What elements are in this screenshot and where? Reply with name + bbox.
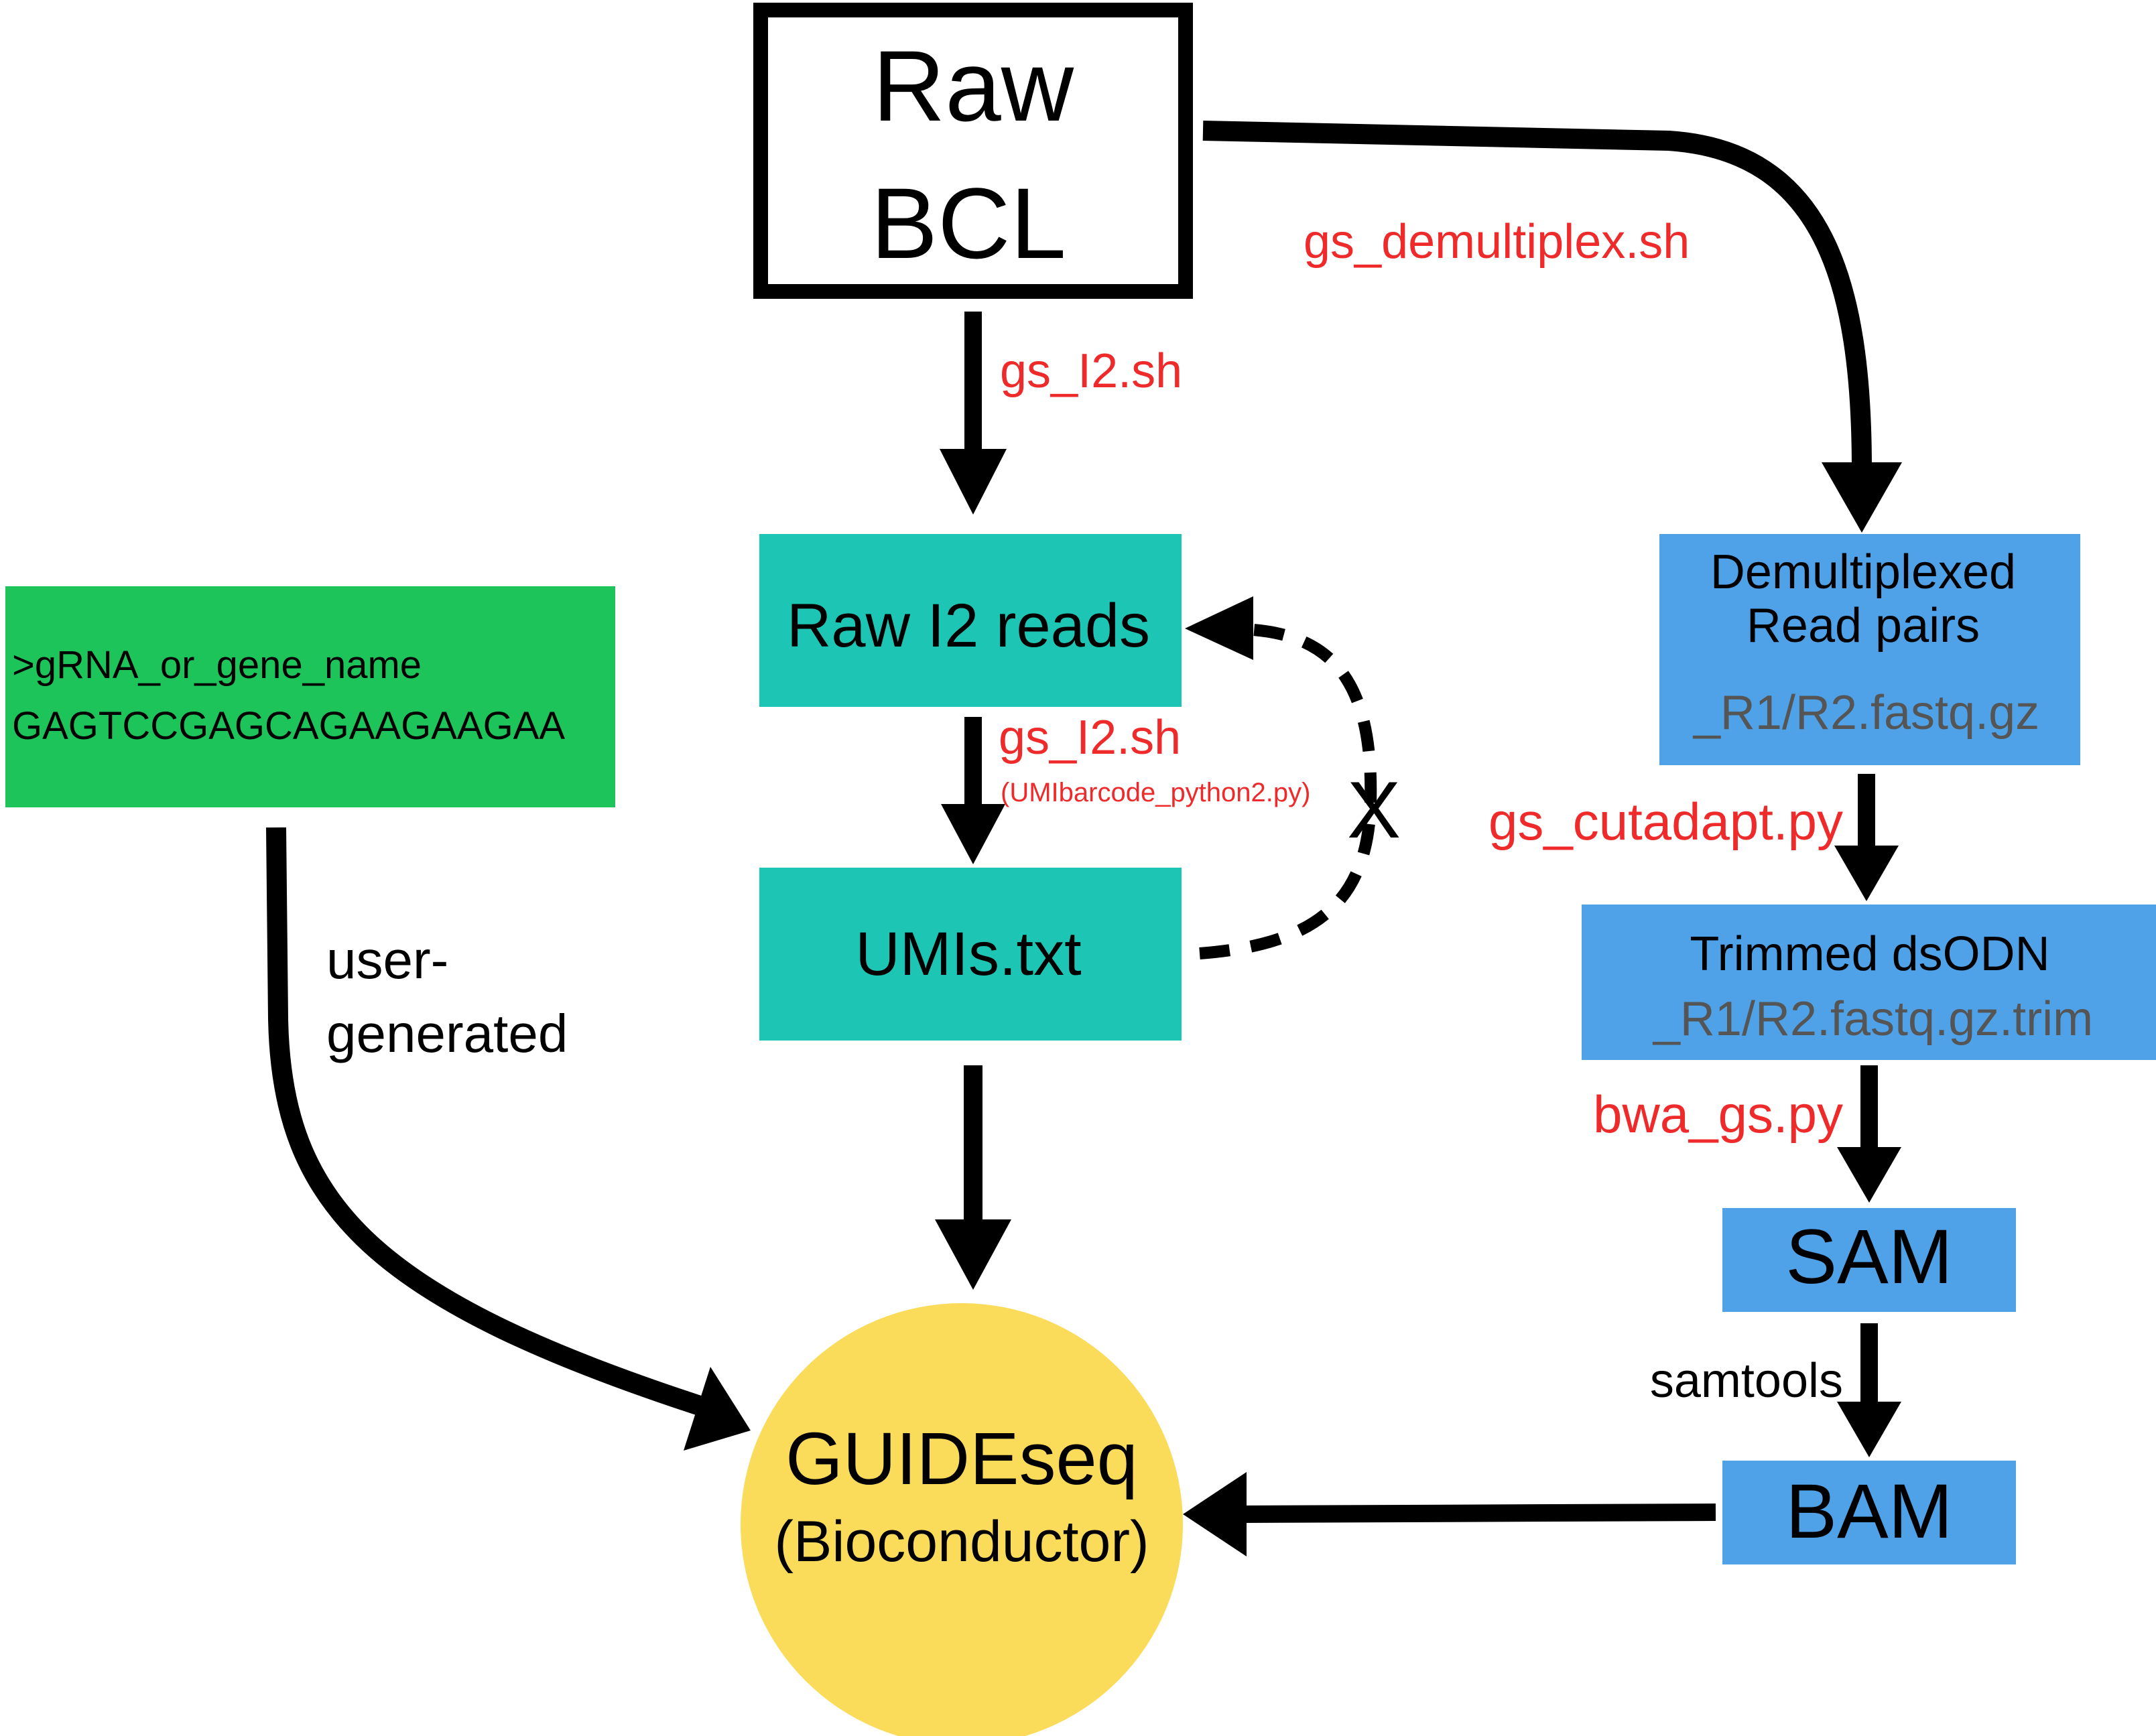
edge-trimmed-to-sam-arrowhead <box>1837 1147 1901 1203</box>
trimmed-node: Trimmed dsODN _R1/R2.fastq.gz.trim <box>1582 905 2156 1060</box>
bam-label: BAM <box>1785 1469 1952 1554</box>
label-gs-i2-mid: gs_I2.sh <box>999 711 1181 764</box>
label-x-mark: X <box>1347 765 1401 855</box>
label-gs-cutadapt: gs_cutadapt.py <box>1488 792 1843 851</box>
edge-grna-to-guideseq <box>266 827 751 1451</box>
edge-bcl-to-i2-arrowhead <box>940 449 1007 515</box>
label-user-line1: user- <box>326 930 448 990</box>
edge-sam-to-bam-arrowhead <box>1837 1402 1901 1457</box>
raw-i2-box <box>759 534 1182 707</box>
label-umibarcode: (UMIbarcode_python2.py) <box>1001 778 1310 807</box>
label-gs-demultiplex: gs_demultiplex.sh <box>1304 215 1690 269</box>
edge-demux-to-trimmed <box>1834 774 1899 901</box>
edge-umis-to-i2-dashed-line <box>1199 624 1377 959</box>
edge-bcl-to-demux-line <box>1202 121 1872 470</box>
raw-i2-label: Raw I2 reads <box>787 592 1150 660</box>
demux-file: _R1/R2.fastq.gz <box>1692 686 2039 740</box>
bam-node: BAM <box>1722 1461 2016 1564</box>
umis-node: UMIs.txt <box>759 868 1182 1041</box>
raw-i2-node: Raw I2 reads <box>759 534 1182 707</box>
edge-umis-to-i2-dashed <box>1185 596 1377 959</box>
bam-box <box>1722 1461 2016 1564</box>
grna-node: >gRNA_or_gene_name GAGTCCGAGCAGAAGAAGAA <box>5 586 615 807</box>
edge-bam-to-guideseq-line <box>1239 1504 1716 1523</box>
edge-umis-to-guideseq-arrowhead <box>935 1219 1011 1290</box>
demux-line1: Demultiplexed <box>1710 545 2016 599</box>
sam-box <box>1722 1208 2016 1312</box>
label-gs-i2-top: gs_I2.sh <box>1000 344 1182 398</box>
guideseq-node: GUIDEseq (Bioconductor) <box>741 1303 1183 1736</box>
label-user-line2: generated <box>326 1004 568 1063</box>
demux-box <box>1659 534 2080 765</box>
edge-umis-to-i2-dashed-arrowhead <box>1185 596 1253 660</box>
umis-label: UMIs.txt <box>855 920 1081 988</box>
grna-box <box>5 586 615 807</box>
edge-bcl-to-i2 <box>940 312 1007 515</box>
trimmed-file: _R1/R2.fastq.gz.trim <box>1652 992 2093 1046</box>
label-samtools: samtools <box>1650 1354 1843 1408</box>
edge-i2-to-umis <box>941 717 1005 864</box>
trimmed-box <box>1582 905 2156 1060</box>
guideseq-circle <box>741 1303 1183 1736</box>
sam-label: SAM <box>1785 1214 1952 1300</box>
edge-bam-to-guideseq-arrowhead <box>1183 1472 1247 1556</box>
edge-bcl-to-demux <box>1202 121 1902 533</box>
edge-i2-to-umis-arrowhead <box>941 804 1005 864</box>
grna-line2: GAGTCCGAGCAGAAGAAGAA <box>12 704 565 748</box>
edge-grna-to-guideseq-line <box>266 827 707 1417</box>
demux-node: Demultiplexed Read pairs _R1/R2.fastq.gz <box>1659 534 2080 765</box>
edge-umis-to-guideseq <box>935 1065 1011 1290</box>
edge-grna-to-guideseq-arrowhead <box>684 1367 751 1451</box>
guideseq-line2: (Bioconductor) <box>774 1510 1149 1574</box>
raw-bcl-box <box>753 3 1193 299</box>
edge-bam-to-guideseq <box>1183 1472 1716 1556</box>
raw-bcl-node: Raw BCL <box>753 3 1193 299</box>
demux-line2: Read pairs <box>1747 599 1980 653</box>
edge-trimmed-to-sam <box>1837 1065 1901 1203</box>
raw-bcl-line2: BCL <box>871 167 1066 279</box>
raw-bcl-line1: Raw <box>873 29 1074 142</box>
grna-line1: >gRNA_or_gene_name <box>12 643 422 687</box>
umis-box <box>759 868 1182 1041</box>
edge-bcl-to-demux-arrowhead <box>1822 462 1902 533</box>
edge-sam-to-bam <box>1837 1323 1901 1457</box>
edge-demux-to-trimmed-arrowhead <box>1834 846 1899 901</box>
guideseq-line1: GUIDEseq <box>785 1418 1138 1500</box>
trimmed-line1: Trimmed dsODN <box>1690 927 2049 981</box>
sam-node: SAM <box>1722 1208 2016 1312</box>
label-bwa-gs: bwa_gs.py <box>1593 1085 1843 1144</box>
